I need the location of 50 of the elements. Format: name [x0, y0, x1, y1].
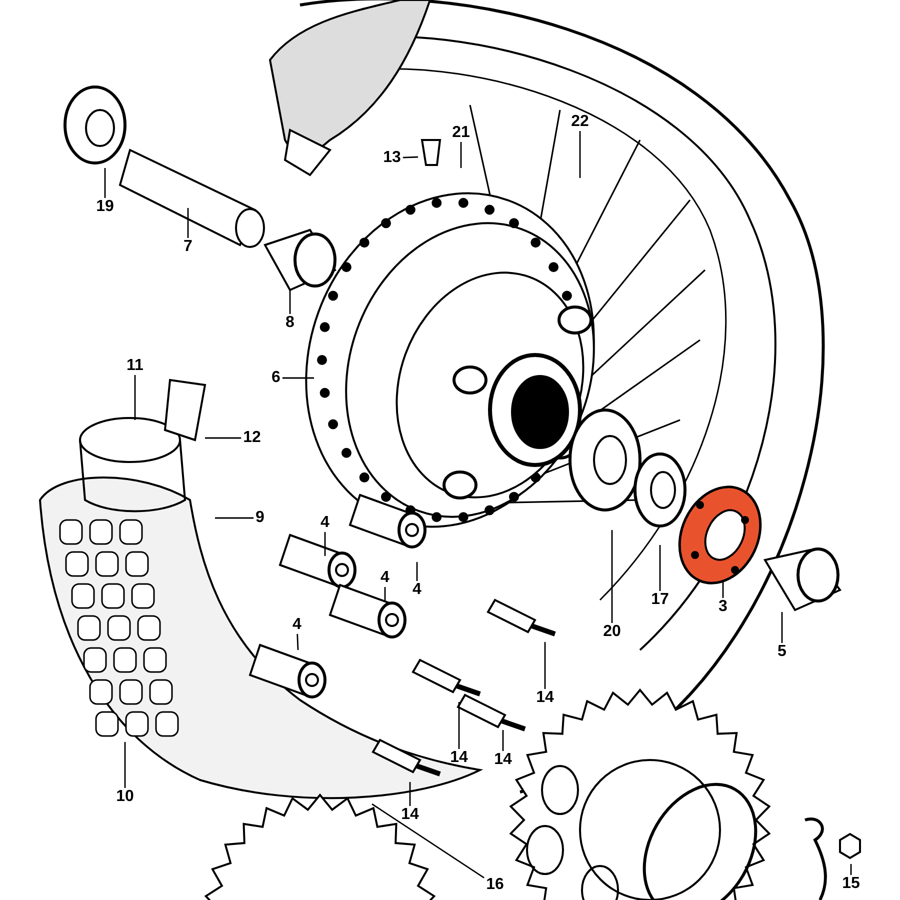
- callout-number: 4: [410, 581, 424, 599]
- leader-line: [324, 532, 326, 556]
- leader-line: [659, 545, 661, 591]
- leader-line: [134, 375, 136, 420]
- callout-number: 14: [399, 806, 421, 824]
- callout-number: 4: [290, 616, 304, 634]
- leader-line: [416, 562, 418, 581]
- callout-number: 6: [270, 369, 282, 387]
- callout-number: 14: [492, 751, 514, 769]
- leader-line: [722, 580, 724, 598]
- callout-number: 5: [776, 643, 788, 661]
- leader-line: [124, 742, 126, 788]
- leader-line: [781, 612, 783, 643]
- leader-line: [544, 642, 546, 689]
- leader-line: [460, 142, 462, 168]
- callout-number: 7: [182, 238, 194, 256]
- leader-line: [372, 803, 484, 878]
- callout-number: 16: [484, 876, 506, 894]
- callout-number: 14: [448, 749, 470, 767]
- leader-line: [205, 437, 242, 439]
- callout-number: 22: [569, 113, 591, 131]
- callout-number: 4: [318, 514, 332, 532]
- leader-line: [282, 377, 314, 379]
- leader-line: [579, 131, 581, 178]
- callout-number: 15: [840, 875, 862, 893]
- leader-line: [850, 864, 852, 875]
- callout-number: 10: [114, 788, 136, 806]
- callout-number: 17: [649, 591, 671, 609]
- leader-line: [409, 782, 411, 806]
- leader-line: [104, 168, 106, 198]
- leader-line: [187, 208, 189, 238]
- leader-line: [402, 156, 418, 158]
- leader-line: [458, 702, 460, 749]
- callout-number: 11: [124, 357, 146, 375]
- callout-number: 8: [284, 314, 296, 332]
- leader-line: [384, 587, 386, 602]
- callout-number: 13: [381, 149, 403, 167]
- callout-number: 9: [254, 509, 266, 527]
- leader-line: [289, 290, 291, 314]
- callout-number: 14: [534, 689, 556, 707]
- callout-number: 3: [716, 598, 730, 616]
- leader-line: [611, 530, 613, 623]
- callout-number: 21: [450, 124, 472, 142]
- leader-line: [296, 634, 299, 650]
- callout-number: 4: [378, 569, 392, 587]
- leader-line: [215, 517, 254, 519]
- callout-number: 12: [241, 429, 263, 447]
- leader-line: [502, 730, 504, 751]
- callout-number: 19: [94, 198, 116, 216]
- callout-number: 20: [601, 623, 623, 641]
